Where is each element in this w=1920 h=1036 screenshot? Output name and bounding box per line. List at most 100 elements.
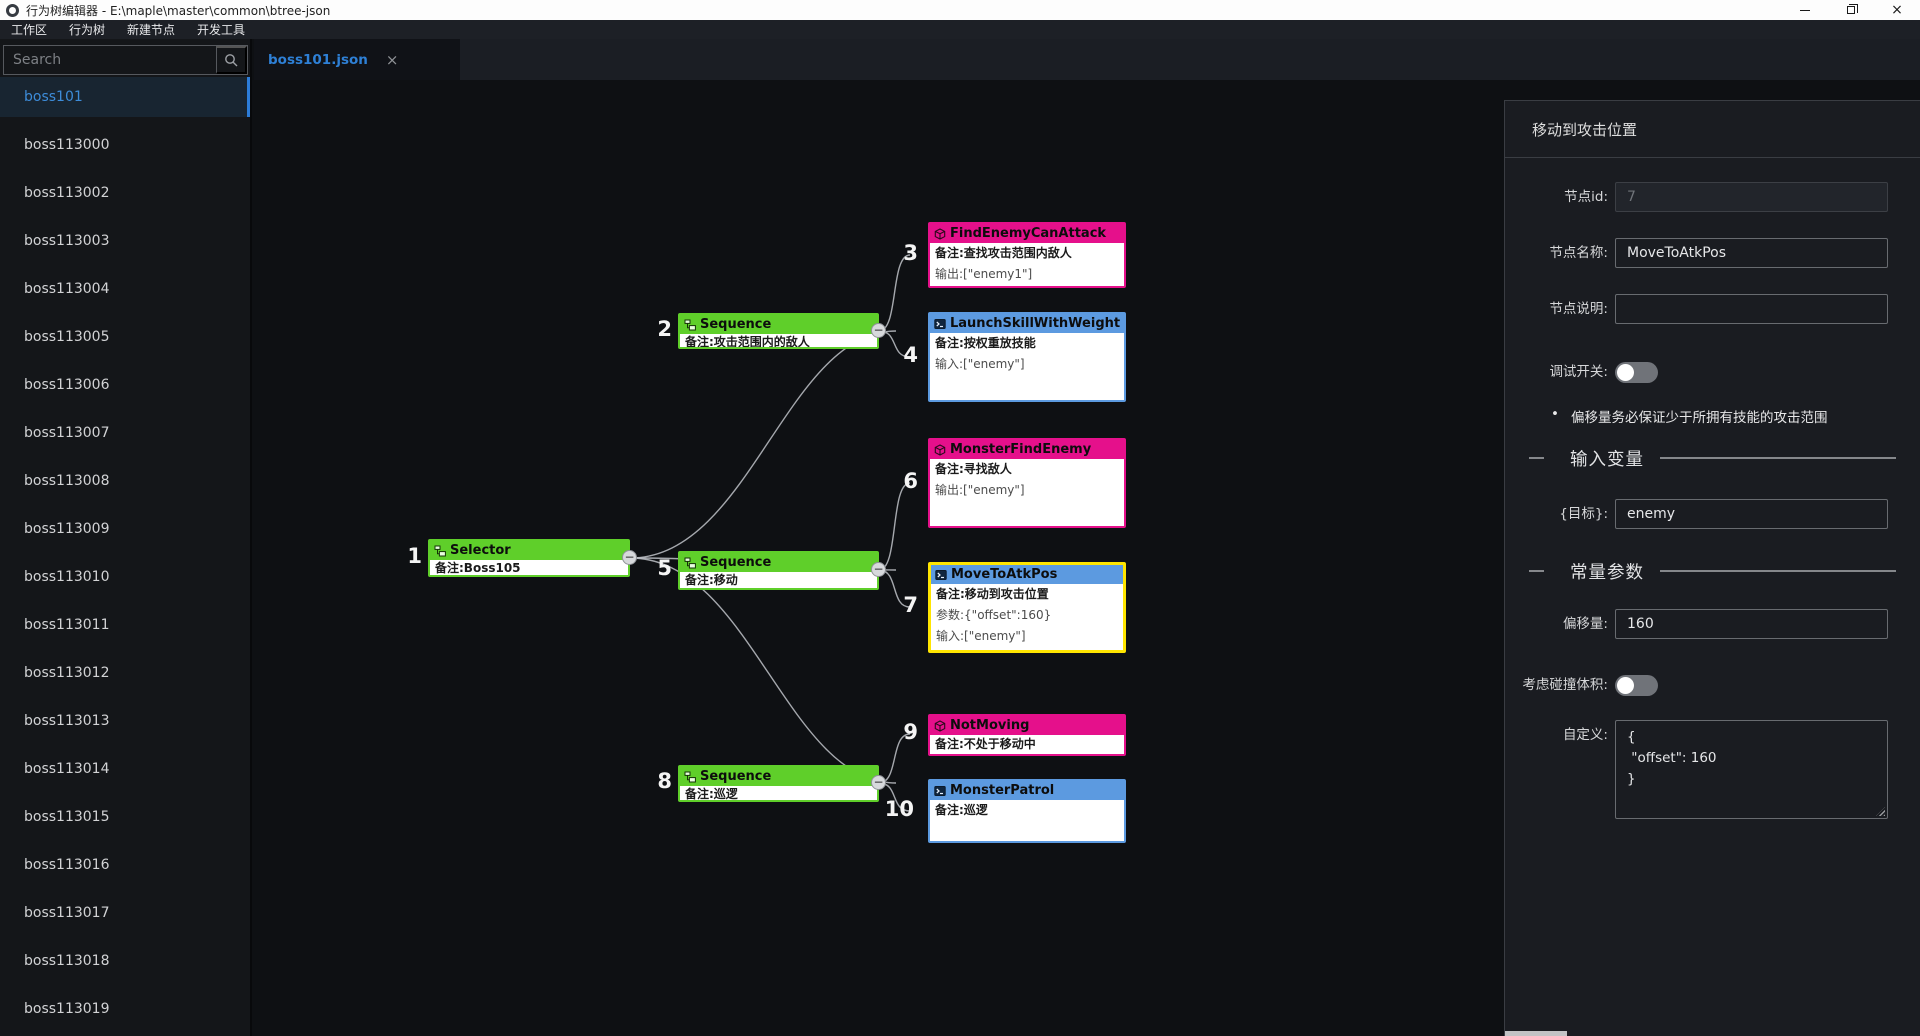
target-label: {目标}:	[1559, 506, 1608, 522]
bt-node-selector[interactable]: Selector 备注:Boss105	[428, 539, 630, 577]
sidebar-item-boss113017[interactable]: boss113017	[24, 905, 110, 921]
sidebar-item-boss113012[interactable]: boss113012	[24, 665, 110, 681]
sidebar-item-boss113015[interactable]: boss113015	[24, 809, 110, 825]
sidebar-item-boss113008[interactable]: boss113008	[24, 473, 110, 489]
sidebar-item-boss101[interactable]: boss101	[0, 77, 250, 117]
node-note: 备注:攻击范围内的敌人	[685, 335, 810, 347]
custom-json-field[interactable]: { "offset": 160 }	[1615, 720, 1888, 819]
section-title: 输入变量	[1570, 449, 1644, 470]
menu-item-workspace[interactable]: 工作区	[11, 23, 48, 37]
menu-item-behavior-tree[interactable]: 行为树	[69, 23, 106, 37]
bt-node-not-moving[interactable]: NotMoving 备注:不处于移动中	[928, 714, 1126, 756]
sidebar-item-boss113007[interactable]: boss113007	[24, 425, 110, 441]
search-input[interactable]	[4, 46, 216, 74]
bt-node-launch-skill-with-weight[interactable]: LaunchSkillWithWeight 备注:按权重放技能 输入:["ene…	[928, 312, 1126, 402]
tab-close-icon[interactable]: ×	[385, 50, 399, 69]
composite-icon	[434, 545, 446, 556]
node-name-field[interactable]	[1615, 238, 1888, 268]
node-id-field	[1615, 182, 1888, 212]
section-const-params: 常量参数	[1529, 556, 1896, 586]
sidebar-item-boss113003[interactable]: boss113003	[24, 233, 110, 249]
target-field[interactable]	[1615, 499, 1888, 529]
node-note: 备注:按权重放技能	[935, 336, 1036, 350]
edge	[878, 254, 911, 332]
sidebar-item-boss113019[interactable]: boss113019	[24, 1001, 110, 1017]
section-title: 常量参数	[1570, 562, 1644, 583]
node-desc-field[interactable]	[1615, 294, 1888, 324]
sidebar-item-boss113014[interactable]: boss113014	[24, 761, 110, 777]
sidebar-item-boss113005[interactable]: boss113005	[24, 329, 110, 345]
debug-toggle[interactable]	[1615, 361, 1658, 383]
node-id-label: 节点id:	[1564, 189, 1608, 205]
search-button[interactable]	[216, 46, 247, 74]
sidebar-item-boss113002[interactable]: boss113002	[24, 185, 110, 201]
node-note: 备注:移动	[685, 573, 738, 587]
sidebar-item-boss113004[interactable]: boss113004	[24, 281, 110, 297]
bt-node-monster-find-enemy[interactable]: MonsterFindEnemy 备注:寻找敌人 输出:["enemy"]	[928, 438, 1126, 528]
menu-bar: 工作区 行为树 新建节点 开发工具	[0, 20, 1920, 39]
action-icon	[934, 785, 946, 796]
sidebar-item-boss113010[interactable]: boss113010	[24, 569, 110, 585]
condition-icon	[934, 443, 946, 456]
node-order-label: 9	[903, 720, 918, 744]
composite-icon	[684, 319, 696, 330]
collapse-button[interactable]: −	[871, 323, 886, 338]
title-bar: 行为树编辑器 - E:\maple\master\common\btree-js…	[0, 0, 1920, 20]
bt-node-sequence-move[interactable]: Sequence 备注:移动	[678, 551, 879, 590]
node-note: 备注:巡逻	[935, 803, 988, 817]
boss-list: boss101 boss113000 boss113002 boss113003 bos…	[0, 77, 250, 1036]
node-params: 参数:{"offset":160}	[936, 608, 1052, 622]
section-dash	[1529, 457, 1544, 459]
resize-handle-icon[interactable]	[1876, 807, 1885, 816]
bt-node-find-enemy-can-attack[interactable]: FindEnemyCanAttack 备注:查找攻击范围内敌人 输出:["ene…	[928, 222, 1126, 288]
minimize-icon	[1800, 9, 1810, 11]
collapse-button[interactable]: −	[871, 562, 886, 577]
collapse-button[interactable]: −	[871, 775, 886, 790]
menu-item-new-node[interactable]: 新建节点	[127, 23, 176, 37]
tab-boss101-json[interactable]: boss101.json ×	[254, 39, 460, 80]
collision-toggle[interactable]	[1615, 674, 1658, 696]
node-output: 输出:["enemy1"]	[935, 267, 1033, 281]
toggle-knob	[1617, 363, 1634, 381]
search-icon	[225, 54, 238, 67]
node-title: Sequence	[700, 317, 772, 332]
bt-node-sequence-attack[interactable]: Sequence 备注:攻击范围内的敌人	[678, 313, 879, 349]
sidebar-item-boss113009[interactable]: boss113009	[24, 521, 110, 537]
node-title: NotMoving	[950, 718, 1030, 733]
node-order-label: 7	[903, 593, 918, 617]
sidebar-item-boss113000[interactable]: boss113000	[24, 137, 110, 153]
composite-icon	[684, 771, 696, 782]
restore-button[interactable]	[1828, 0, 1874, 20]
offset-field[interactable]	[1615, 609, 1888, 639]
collapse-button[interactable]: −	[622, 550, 637, 565]
sidebar-item-boss113006[interactable]: boss113006	[24, 377, 110, 393]
close-button[interactable]: ×	[1874, 0, 1920, 20]
action-icon	[934, 318, 946, 329]
node-note: 备注:巡逻	[685, 787, 738, 800]
sidebar-item-boss113016[interactable]: boss113016	[24, 857, 110, 873]
custom-label: 自定义:	[1562, 727, 1608, 743]
node-input: 输入:["enemy"]	[936, 629, 1026, 643]
node-title: Sequence	[700, 769, 772, 784]
node-note: 备注:查找攻击范围内敌人	[935, 246, 1072, 260]
section-line	[1660, 570, 1896, 572]
main-area: boss101 boss113000 boss113002 boss113003 bos…	[0, 39, 1920, 1036]
panel-note-text: 偏移量务必保证少于所拥有技能的攻击范围	[1570, 410, 1828, 426]
sidebar-item-boss113011[interactable]: boss113011	[24, 617, 110, 633]
sidebar-item-boss113013[interactable]: boss113013	[24, 713, 110, 729]
bt-node-move-to-atk-pos[interactable]: MoveToAtkPos 备注:移动到攻击位置 参数:{"offset":160…	[928, 562, 1126, 653]
node-note: 备注:寻找敌人	[935, 462, 1012, 476]
section-line	[1660, 457, 1896, 459]
condition-icon	[934, 719, 946, 732]
panel-scrollbar-thumb[interactable]	[1505, 1031, 1567, 1036]
node-order-label: 2	[657, 317, 672, 341]
menu-item-dev-tools[interactable]: 开发工具	[197, 23, 246, 37]
node-input: 输入:["enemy"]	[935, 357, 1025, 371]
bt-node-sequence-patrol[interactable]: Sequence 备注:巡逻	[678, 765, 879, 802]
bt-node-monster-patrol[interactable]: MonsterPatrol 备注:巡逻	[928, 779, 1126, 843]
sidebar-item-boss113018[interactable]: boss113018	[24, 953, 110, 969]
node-note: 备注:移动到攻击位置	[936, 587, 1049, 601]
minimize-button[interactable]	[1782, 0, 1828, 20]
node-note: 备注:不处于移动中	[935, 737, 1036, 751]
node-order-label: 3	[903, 241, 918, 265]
